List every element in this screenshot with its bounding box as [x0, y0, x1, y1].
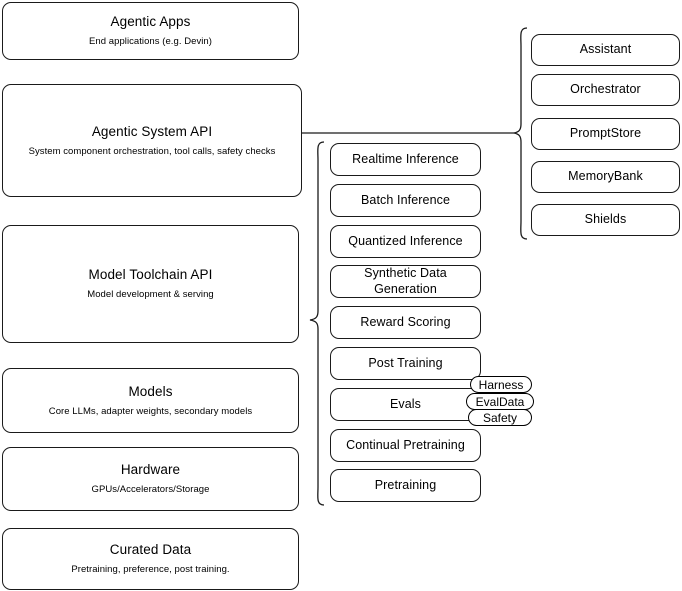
toolchain-item-synthetic-data-generation[interactable]: Synthetic Data Generation — [330, 265, 481, 298]
system-component-assistant[interactable]: Assistant — [531, 34, 680, 66]
toolchain-item-batch-inference[interactable]: Batch Inference — [330, 184, 481, 217]
subitem-label: EvalData — [475, 394, 525, 409]
layer-box-curated-data[interactable]: Curated Data Pretraining, preference, po… — [2, 528, 299, 590]
layer-subtitle: GPUs/Accelerators/Storage — [91, 484, 210, 495]
toolchain-item-post-training[interactable]: Post Training — [330, 347, 481, 380]
toolchain-item-evals[interactable]: Evals — [330, 388, 481, 421]
brace-right-column — [513, 27, 528, 240]
subitem-label: Safety — [482, 410, 518, 425]
toolchain-item-continual-pretraining[interactable]: Continual Pretraining — [330, 429, 481, 462]
system-component-orchestrator[interactable]: Orchestrator — [531, 74, 680, 106]
layer-subtitle: Model development & serving — [87, 289, 214, 300]
layer-title: Hardware — [120, 462, 181, 478]
evals-subitem-safety[interactable]: Safety — [468, 409, 532, 426]
item-label: Orchestrator — [570, 82, 641, 97]
layer-title: Agentic Apps — [110, 14, 191, 30]
toolchain-item-reward-scoring[interactable]: Reward Scoring — [330, 306, 481, 339]
item-label: Assistant — [579, 42, 632, 57]
item-label: MemoryBank — [568, 169, 643, 184]
layer-title: Models — [128, 383, 173, 399]
item-label: Evals — [389, 396, 422, 411]
layer-box-hardware[interactable]: Hardware GPUs/Accelerators/Storage — [2, 447, 299, 511]
layer-title: Curated Data — [109, 542, 192, 558]
item-label: Quantized Inference — [348, 233, 463, 248]
item-label: Realtime Inference — [352, 151, 459, 166]
item-label: Synthetic Data Generation — [364, 265, 447, 296]
item-label: Reward Scoring — [360, 314, 451, 329]
layer-subtitle: Core LLMs, adapter weights, secondary mo… — [48, 405, 253, 417]
item-label: Shields — [584, 212, 627, 227]
subitem-label: Harness — [478, 377, 524, 392]
layer-subtitle: System component orchestration, tool cal… — [28, 145, 276, 157]
layer-box-agentic-system-api[interactable]: Agentic System API System component orch… — [2, 84, 302, 197]
layer-box-model-toolchain-api[interactable]: Model Toolchain API Model development & … — [2, 225, 299, 343]
layer-title: Agentic System API — [91, 123, 213, 139]
item-label: Pretraining — [374, 477, 437, 492]
toolchain-item-quantized-inference[interactable]: Quantized Inference — [330, 225, 481, 258]
layer-subtitle: End applications (e.g. Devin) — [89, 36, 212, 47]
system-component-memorybank[interactable]: MemoryBank — [531, 161, 680, 193]
item-label: Post Training — [368, 355, 443, 370]
toolchain-item-realtime-inference[interactable]: Realtime Inference — [330, 143, 481, 176]
system-component-promptstore[interactable]: PromptStore — [531, 118, 680, 150]
layer-box-models[interactable]: Models Core LLMs, adapter weights, secon… — [2, 368, 299, 433]
brace-middle-column — [309, 141, 325, 506]
toolchain-item-pretraining[interactable]: Pretraining — [330, 469, 481, 502]
item-label: Batch Inference — [360, 192, 451, 207]
layer-box-agentic-apps[interactable]: Agentic Apps End applications (e.g. Devi… — [2, 2, 299, 60]
system-component-shields[interactable]: Shields — [531, 204, 680, 236]
evals-subitem-evaldata[interactable]: EvalData — [466, 393, 534, 410]
item-label: Continual Pretraining — [346, 437, 465, 452]
item-label: PromptStore — [569, 126, 642, 141]
layer-title: Model Toolchain API — [88, 267, 213, 283]
evals-subitem-harness[interactable]: Harness — [470, 376, 532, 393]
layer-subtitle: Pretraining, preference, post training. — [71, 564, 230, 575]
